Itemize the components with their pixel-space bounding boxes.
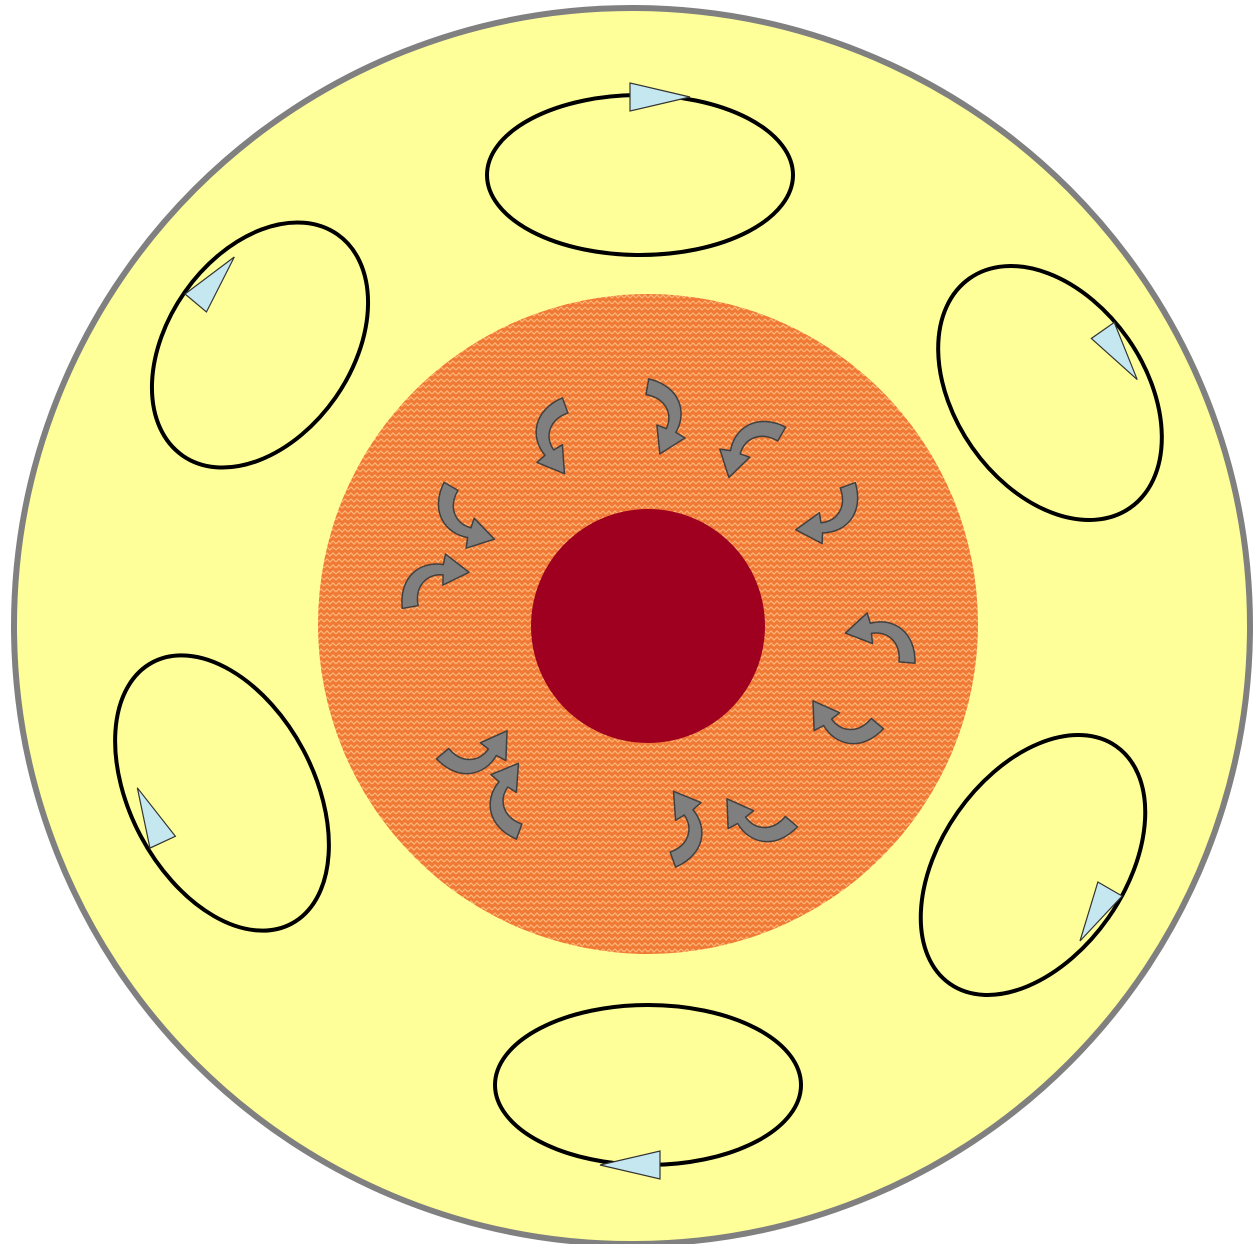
inner-core — [531, 509, 765, 743]
